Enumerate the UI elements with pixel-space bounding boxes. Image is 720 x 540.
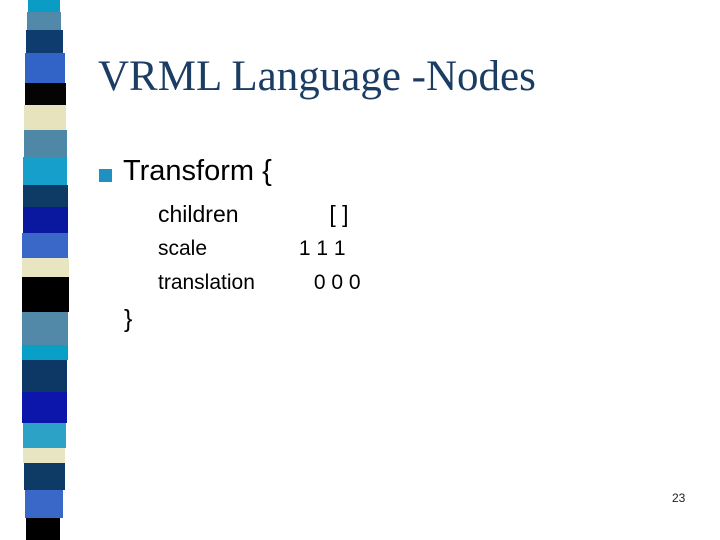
strip-block <box>28 0 60 12</box>
closing-brace: } <box>124 305 133 333</box>
strip-block <box>25 53 65 83</box>
strip-block <box>22 392 67 423</box>
strip-block <box>27 12 61 30</box>
strip-block <box>25 83 66 105</box>
strip-block <box>26 30 63 53</box>
strip-block <box>24 463 65 490</box>
strip-block <box>23 185 68 207</box>
strip-block <box>23 207 68 233</box>
decorative-strip <box>0 0 90 540</box>
field-name-scale: scale <box>158 237 208 260</box>
page-number: 23 <box>672 491 686 505</box>
field-line-children: children [ ] <box>158 201 349 228</box>
field-value-translation: 0 0 0 <box>313 271 361 294</box>
strip-block <box>26 518 60 540</box>
strip-block <box>22 312 68 345</box>
strip-block <box>22 258 69 277</box>
strip-block <box>22 360 67 392</box>
strip-block <box>23 423 66 448</box>
field-name-children: children <box>158 201 239 227</box>
field-line-scale: scale 1 1 1 <box>158 237 346 261</box>
page-title: VRML Language -Nodes <box>98 53 536 100</box>
strip-block <box>23 157 67 185</box>
field-name-translation: translation <box>158 271 255 294</box>
strip-block <box>25 490 63 518</box>
strip-block <box>22 277 69 312</box>
field-value-scale: 1 1 1 <box>298 237 346 260</box>
strip-block <box>23 448 65 463</box>
field-value-children: [ ] <box>329 201 349 227</box>
strip-block <box>24 130 67 157</box>
bullet-marker-icon <box>99 169 112 182</box>
strip-block <box>22 233 68 258</box>
field-line-translation: translation 0 0 0 <box>158 271 361 295</box>
bullet-item-transform: Transform { <box>99 154 272 189</box>
bullet-text: Transform { <box>123 155 272 187</box>
strip-block <box>22 345 68 360</box>
strip-block <box>24 105 66 130</box>
